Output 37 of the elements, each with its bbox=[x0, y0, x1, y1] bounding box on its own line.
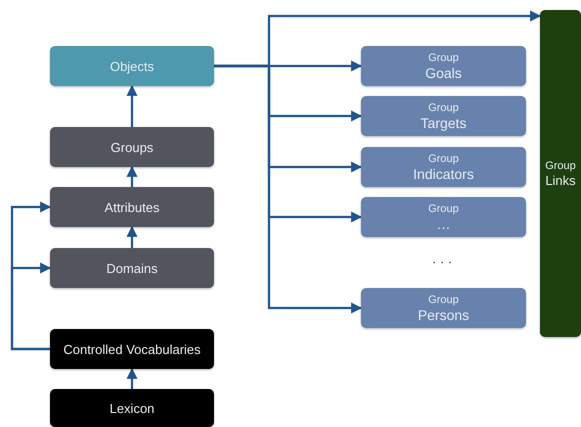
arrow bbox=[10, 262, 52, 350]
node-label: Targets bbox=[420, 114, 466, 130]
group-tag: Group bbox=[428, 52, 459, 64]
node-label: Links bbox=[545, 172, 576, 188]
node-label: Domains bbox=[106, 260, 158, 276]
group-box bbox=[361, 197, 526, 237]
arrow bbox=[214, 64, 362, 314]
process-box bbox=[50, 329, 214, 369]
process-box bbox=[50, 127, 214, 167]
group-panel bbox=[540, 10, 581, 337]
process-box bbox=[50, 248, 214, 288]
node-label: Goals bbox=[425, 64, 462, 80]
process-box bbox=[50, 187, 214, 227]
group-box bbox=[361, 147, 526, 187]
process-box bbox=[50, 389, 214, 427]
node-label: Lexicon bbox=[110, 400, 154, 416]
arrow bbox=[126, 166, 138, 187]
process-box bbox=[50, 46, 214, 86]
group-tag: Group bbox=[428, 102, 459, 114]
ellipsis-label: · · · bbox=[432, 254, 452, 269]
node-label: Controlled Vocabularies bbox=[63, 342, 201, 356]
node-label: Objects bbox=[110, 58, 154, 74]
group-box bbox=[361, 46, 526, 86]
node-label: Groups bbox=[110, 140, 154, 154]
group-box bbox=[361, 288, 526, 328]
node-label: Indicators bbox=[413, 166, 474, 182]
arrow bbox=[126, 84, 138, 127]
group-tag: Group bbox=[428, 294, 459, 306]
group-tag: Group bbox=[545, 160, 576, 172]
node-label: … bbox=[436, 216, 450, 232]
arrow bbox=[126, 226, 138, 248]
group-tag: Group bbox=[428, 202, 459, 216]
group-box bbox=[361, 96, 526, 136]
node-label: Attributes bbox=[104, 200, 160, 214]
arrow bbox=[126, 368, 138, 389]
group-tag: Group bbox=[428, 152, 459, 166]
node-label: Persons bbox=[418, 306, 470, 322]
